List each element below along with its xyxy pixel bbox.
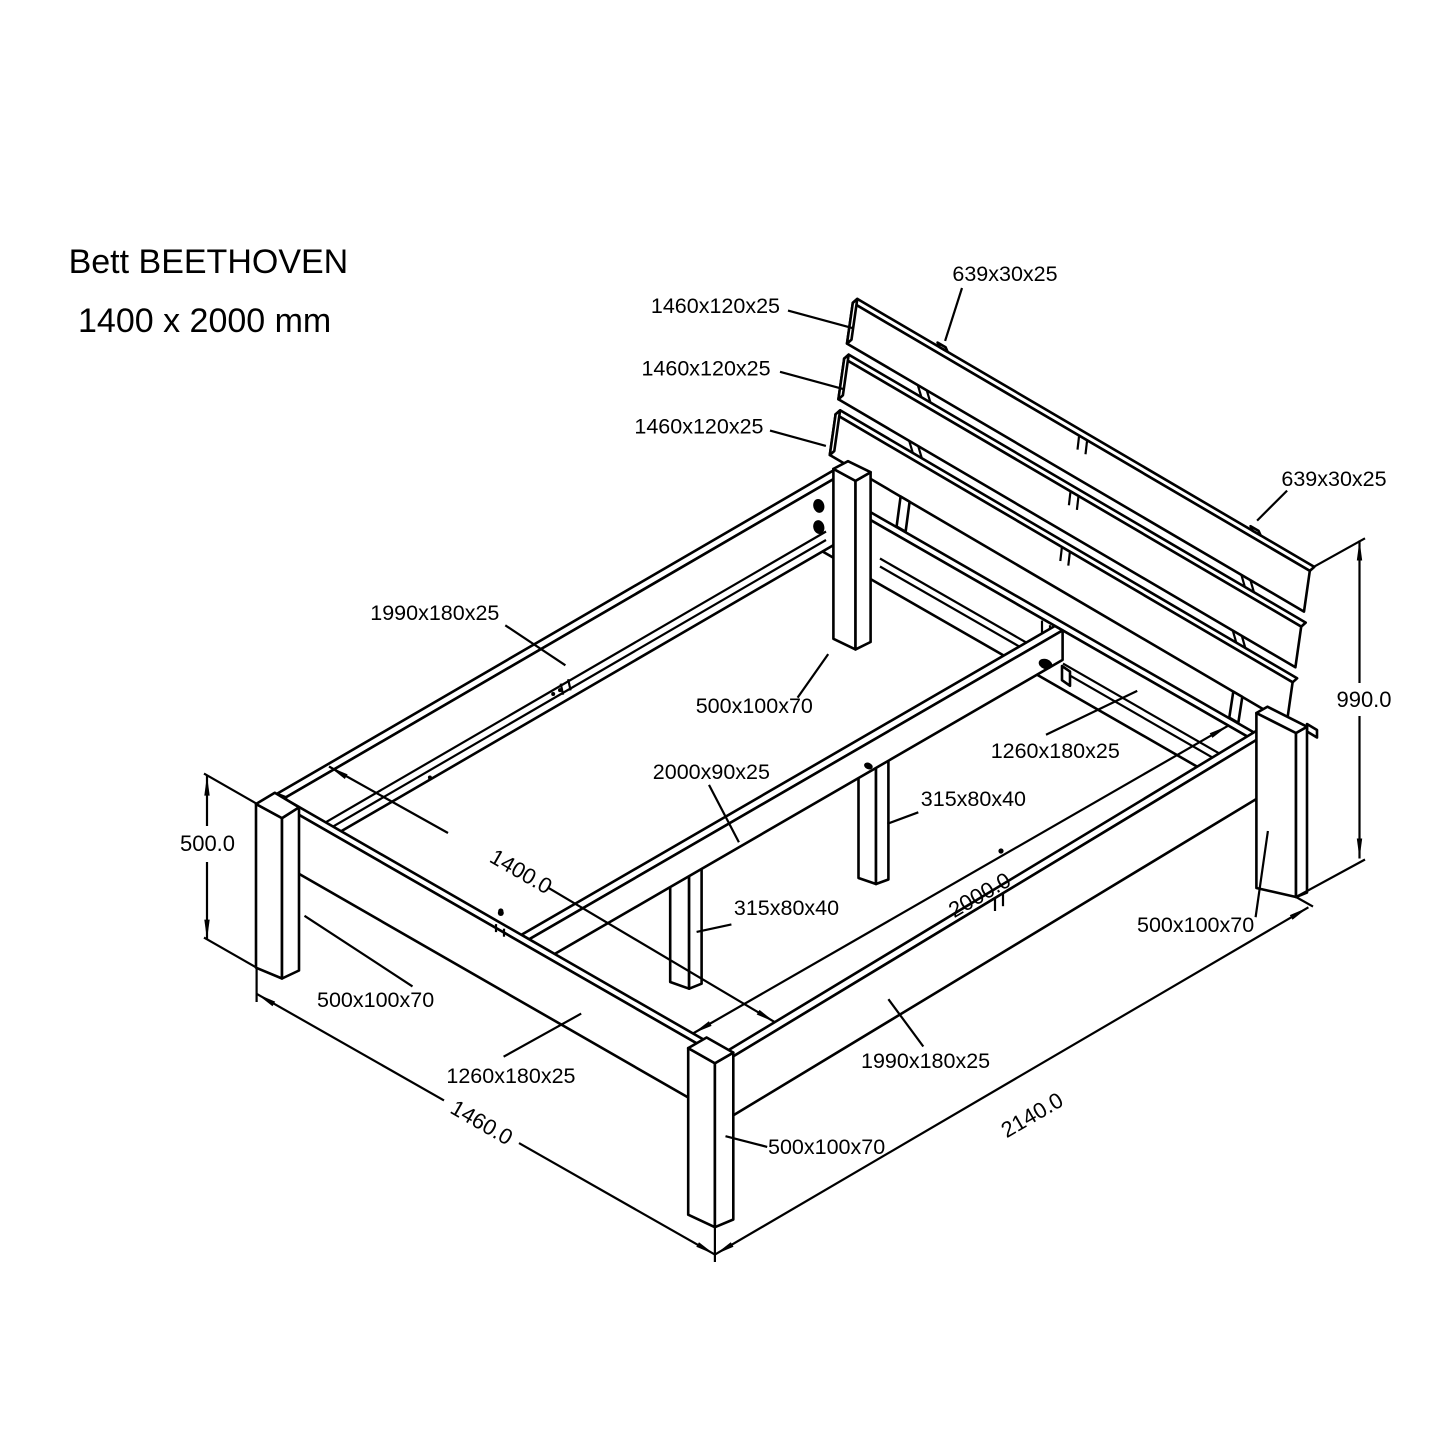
svg-text:315x80x40: 315x80x40	[734, 896, 839, 920]
svg-text:1260x180x25: 1260x180x25	[446, 1064, 575, 1088]
svg-text:639x30x25: 639x30x25	[1281, 467, 1386, 491]
svg-text:500.0: 500.0	[180, 831, 235, 856]
svg-text:1400 x 2000 mm: 1400 x 2000 mm	[78, 302, 331, 340]
svg-text:Bett BEETHOVEN: Bett BEETHOVEN	[69, 243, 349, 281]
svg-text:500x100x70: 500x100x70	[317, 988, 434, 1012]
svg-text:1460x120x25: 1460x120x25	[641, 357, 770, 381]
svg-text:315x80x40: 315x80x40	[921, 787, 1026, 811]
svg-text:500x100x70: 500x100x70	[696, 694, 813, 718]
svg-text:639x30x25: 639x30x25	[952, 262, 1057, 286]
svg-text:1990x180x25: 1990x180x25	[861, 1049, 990, 1073]
svg-text:1460x120x25: 1460x120x25	[651, 294, 780, 318]
svg-text:1990x180x25: 1990x180x25	[370, 601, 499, 625]
svg-text:500x100x70: 500x100x70	[1137, 913, 1254, 937]
svg-text:2000x90x25: 2000x90x25	[653, 760, 770, 784]
svg-text:990.0: 990.0	[1336, 687, 1391, 712]
svg-text:1260x180x25: 1260x180x25	[991, 739, 1120, 763]
svg-text:500x100x70: 500x100x70	[768, 1135, 885, 1159]
svg-text:1460x120x25: 1460x120x25	[634, 414, 763, 438]
